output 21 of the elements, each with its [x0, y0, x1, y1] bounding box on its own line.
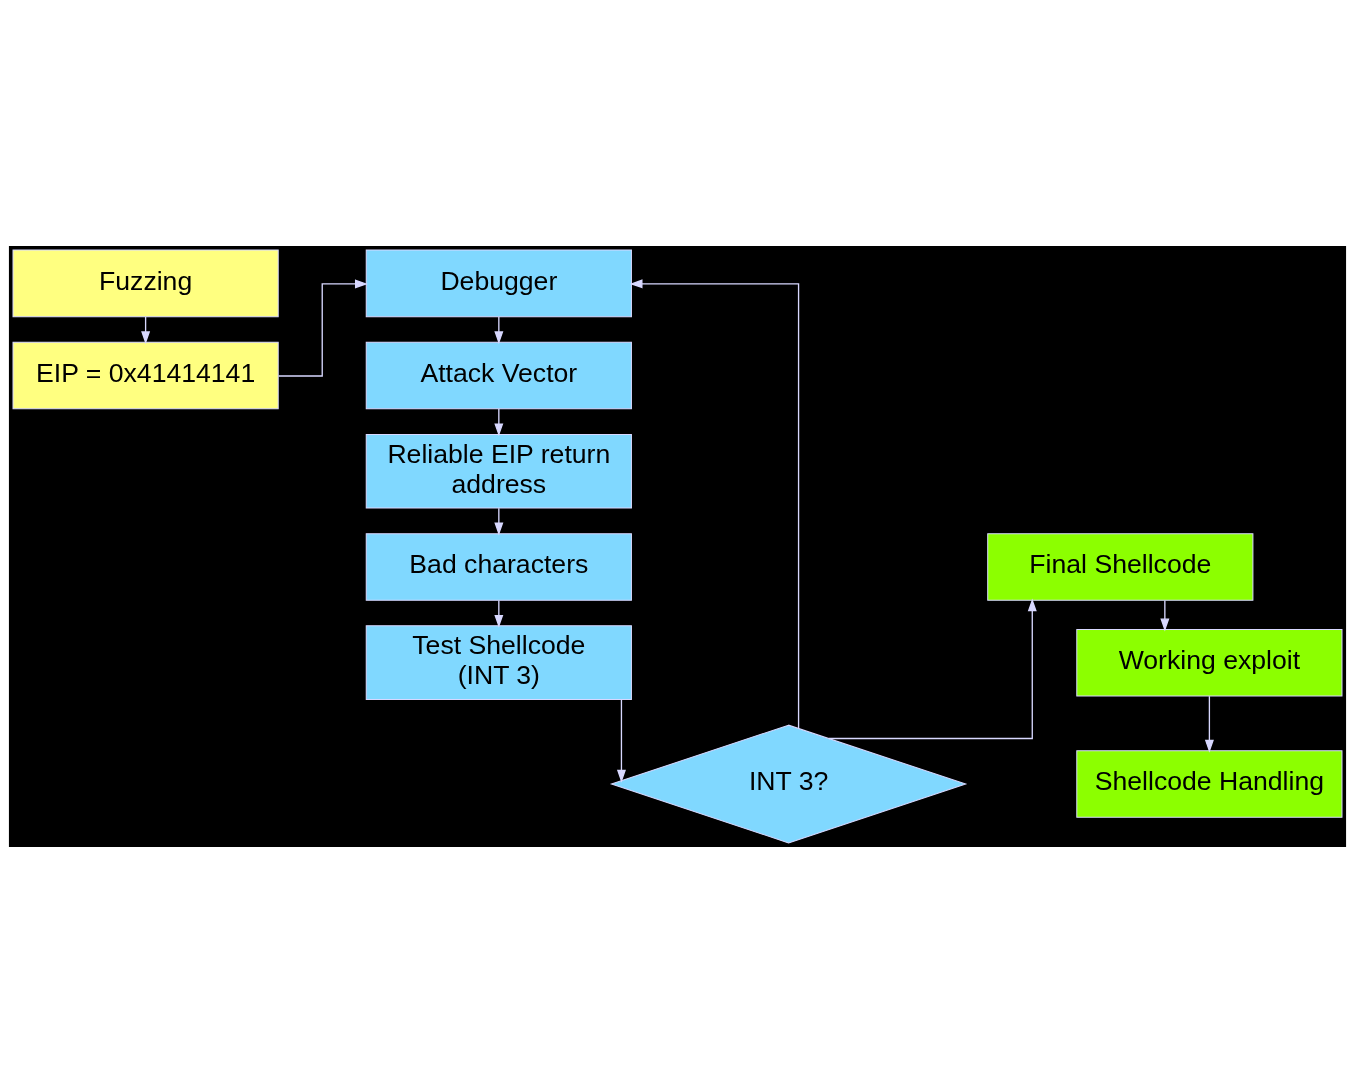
node-box: Shellcode Handling [1076, 749, 1343, 818]
arrow [494, 407, 504, 436]
node-box: Reliable EIP return address [365, 433, 632, 509]
arrow [1160, 599, 1170, 631]
node-box: Working exploit [1076, 628, 1343, 696]
node-box: Bad characters [365, 532, 632, 601]
arrow [277, 278, 368, 377]
node-diamond: INT 3? [609, 724, 968, 843]
node-box: EIP = 0x41414141 [12, 341, 279, 409]
arrow [616, 698, 626, 783]
node-box: Fuzzing [12, 249, 279, 317]
arrow [494, 507, 504, 536]
node-box: Attack Vector [365, 341, 632, 409]
node-box: Test Shellcode (INT 3) [365, 624, 632, 700]
arrow [494, 599, 504, 628]
arrow [494, 315, 504, 344]
arrow [828, 597, 1037, 739]
arrow [1204, 695, 1214, 753]
node-box: Debugger [365, 249, 632, 317]
arrow [629, 278, 800, 729]
node-box: Final Shellcode [987, 532, 1254, 601]
